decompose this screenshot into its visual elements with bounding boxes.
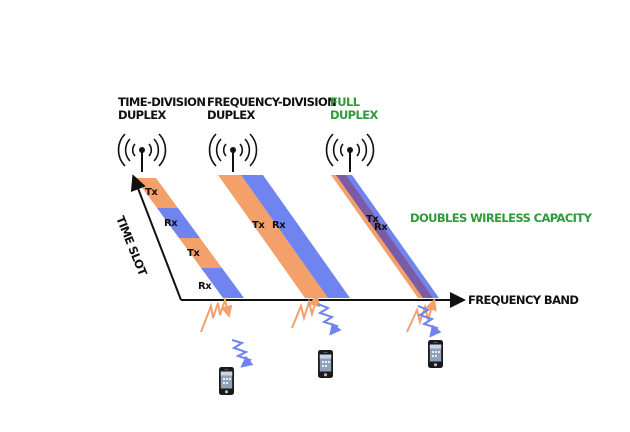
frequency-band-label: FREQUENCY BAND	[468, 293, 578, 307]
fdd-tx-band	[218, 175, 328, 298]
capacity-annotation: DOUBLES WIRELESS CAPACITY	[410, 211, 593, 225]
time-slot-label: TIME SLOT	[113, 214, 150, 278]
tdd-tx-label: Tx	[187, 248, 200, 259]
tdd-tx-segment	[179, 238, 222, 268]
smartphone-icon	[219, 367, 234, 395]
antenna-icon	[208, 133, 258, 173]
fd-heading-line1: FULL	[330, 95, 361, 109]
tdd-rx-label: Rx	[164, 218, 178, 229]
tdd-rx-segment	[201, 268, 244, 298]
time-slot-axis	[130, 174, 182, 301]
tdd-tx-label: Tx	[145, 187, 158, 198]
tdd-heading-line1: TIME-DIVISION	[118, 95, 205, 109]
tdd-rx-segment	[157, 208, 200, 238]
wave-arrow-icon	[406, 298, 442, 338]
fdd-heading-line1: FREQUENCY-DIVISION	[207, 95, 336, 109]
fdd-rx-band	[241, 175, 350, 298]
tdd-heading-line2: DUPLEX	[118, 108, 166, 122]
fd-overlap-band	[336, 175, 433, 298]
wave-arrow-icon	[200, 296, 254, 368]
fd-rx-label: Rx	[374, 222, 388, 233]
fdd-tx-label: Tx	[252, 220, 265, 231]
smartphone-icon	[428, 340, 443, 368]
tdd-rx-label: Rx	[198, 281, 212, 292]
fd-tx-label: Tx	[366, 214, 379, 225]
fd-heading-line2: DUPLEX	[330, 108, 378, 122]
antenna-icon	[325, 133, 375, 173]
wave-arrow-icon	[291, 294, 342, 336]
antenna-icon	[117, 133, 167, 173]
smartphone-icon	[318, 350, 333, 378]
fdd-rx-label: Rx	[272, 220, 286, 231]
fdd-heading-line2: DUPLEX	[207, 108, 255, 122]
